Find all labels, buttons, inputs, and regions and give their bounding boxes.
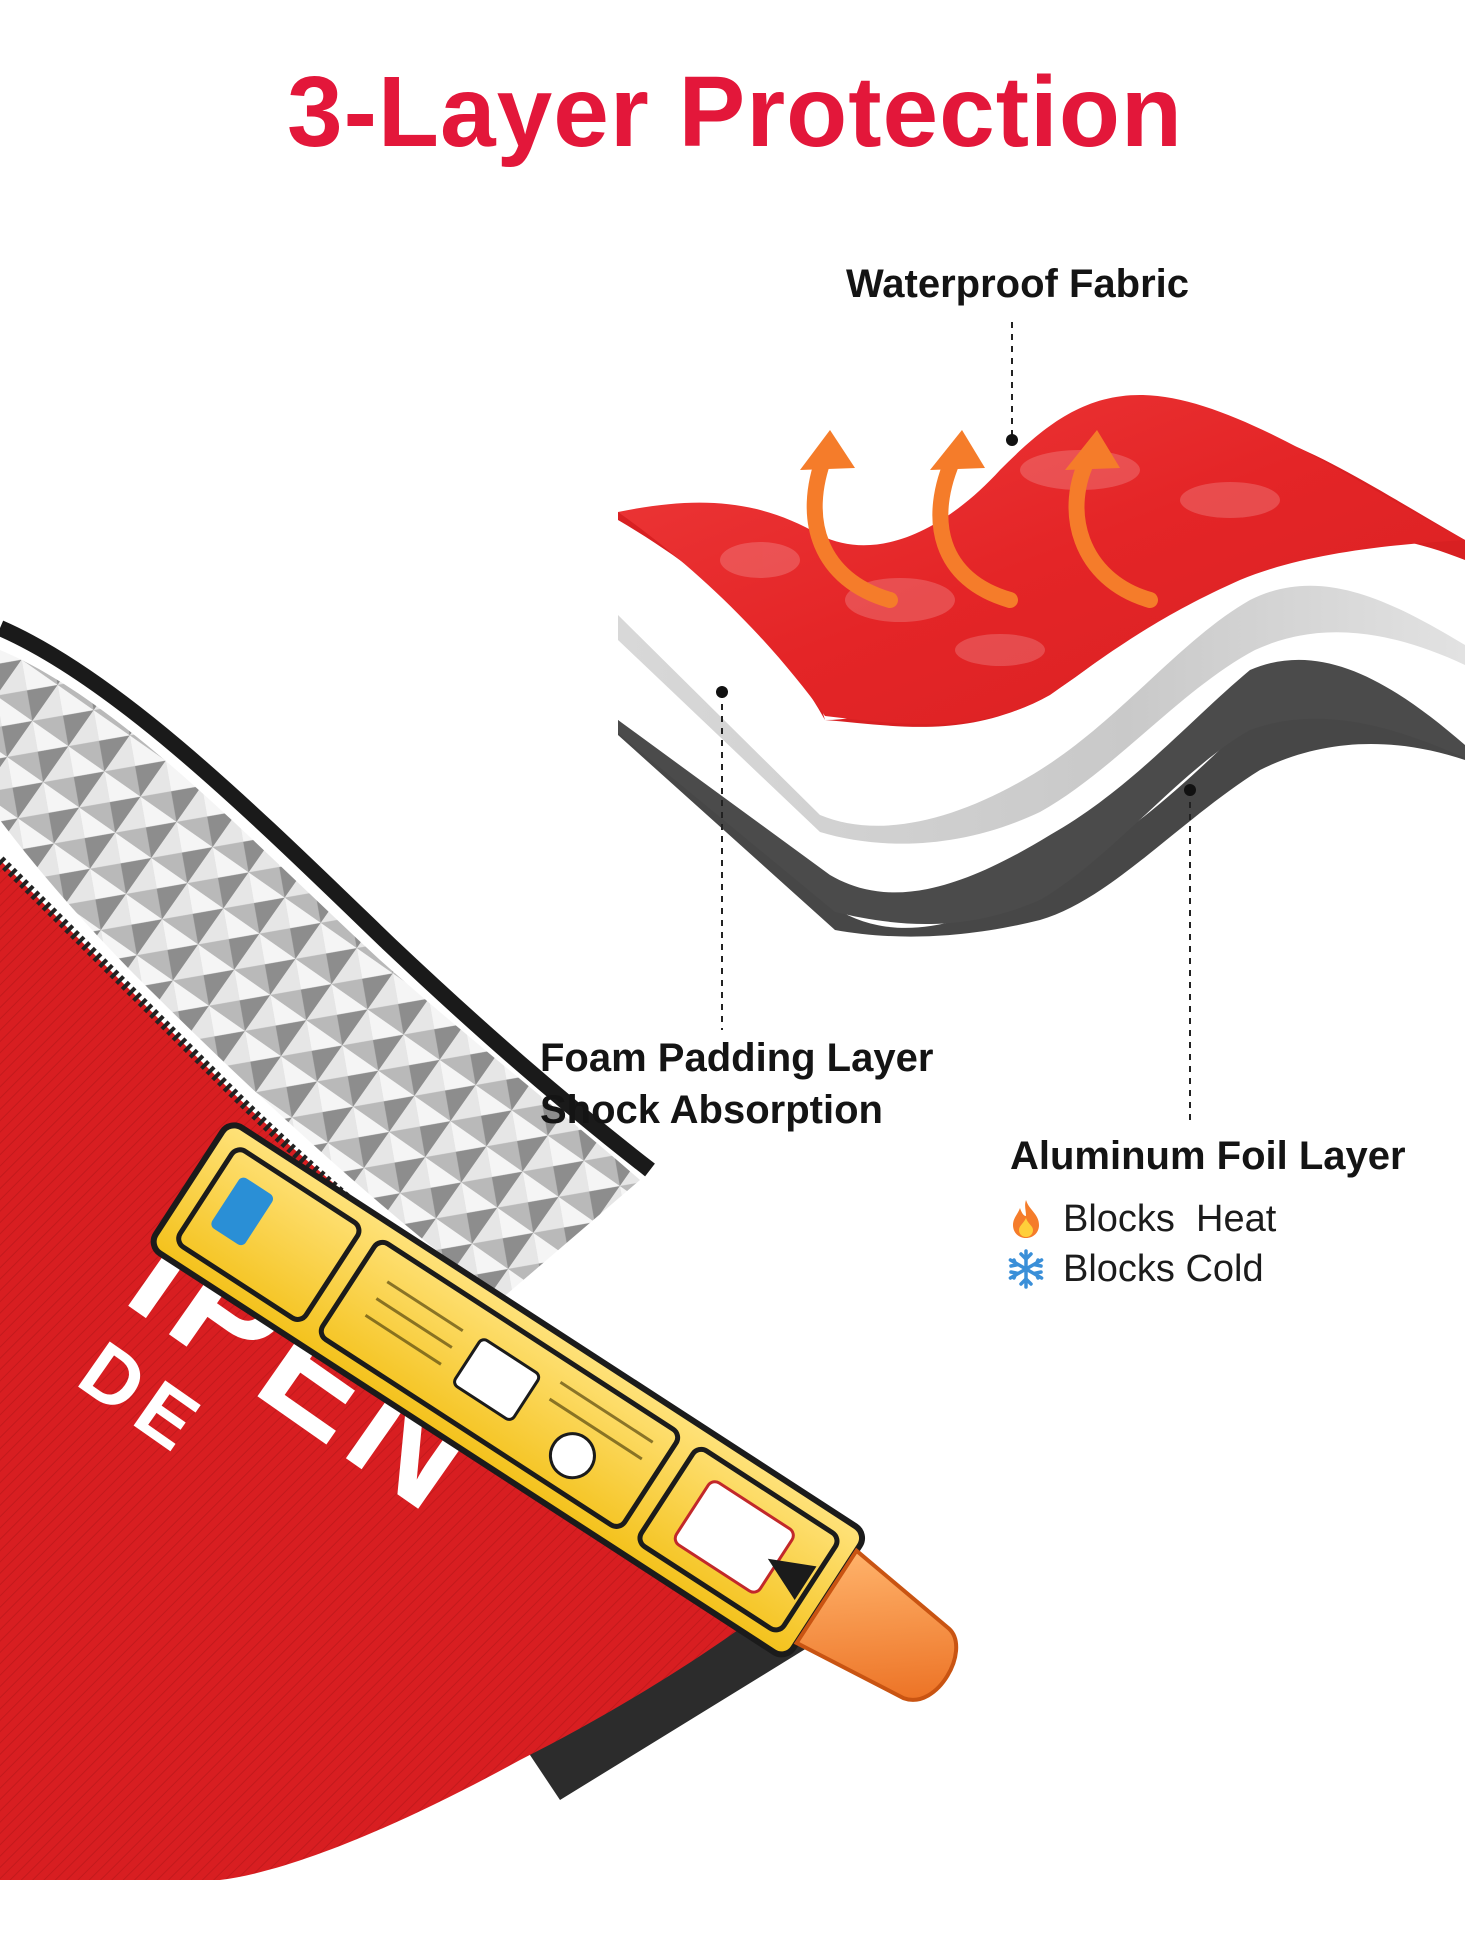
pouch-foil-lining [0, 650, 640, 1300]
snowflake-icon [1008, 1249, 1044, 1289]
heat-arrow-icon [932, 447, 1018, 608]
foam-padding-label: Foam Padding Layer [540, 1036, 934, 1080]
page-title: 3-Layer Protection [286, 56, 1184, 168]
callout-leaders [721, 322, 1191, 1125]
fabric-layer-face [618, 395, 1465, 725]
heat-arrow-icon [1068, 447, 1158, 608]
blocks-cold-text: Blocks Cold [1063, 1248, 1264, 1290]
heat-arrow-heads [800, 430, 1120, 470]
heat-arrows [806, 447, 1158, 608]
blocks-cold-row: Blocks Cold [1005, 1245, 1264, 1293]
foil-layer-face [618, 659, 1465, 925]
blocks-heat-row: Blocks Heat [1005, 1195, 1276, 1243]
auto-injector [150, 1122, 959, 1702]
aluminum-foil-label: Aluminum Foil Layer [1010, 1134, 1406, 1178]
heat-arrow-icon [806, 447, 898, 608]
layer-stack [618, 395, 1465, 937]
foam-padding-layer [618, 585, 1465, 844]
fire-icon [1013, 1200, 1039, 1238]
shock-absorption-label: Shock Absorption [540, 1088, 883, 1132]
waterproof-fabric-label: Waterproof Fabric [846, 262, 1189, 306]
callout-dots [716, 434, 1196, 796]
zipper-rim [0, 620, 655, 1177]
pouch: IPEN DE [0, 620, 959, 1880]
aluminum-foil-layer [618, 712, 1465, 937]
blocks-heat-text: Blocks Heat [1063, 1198, 1277, 1240]
